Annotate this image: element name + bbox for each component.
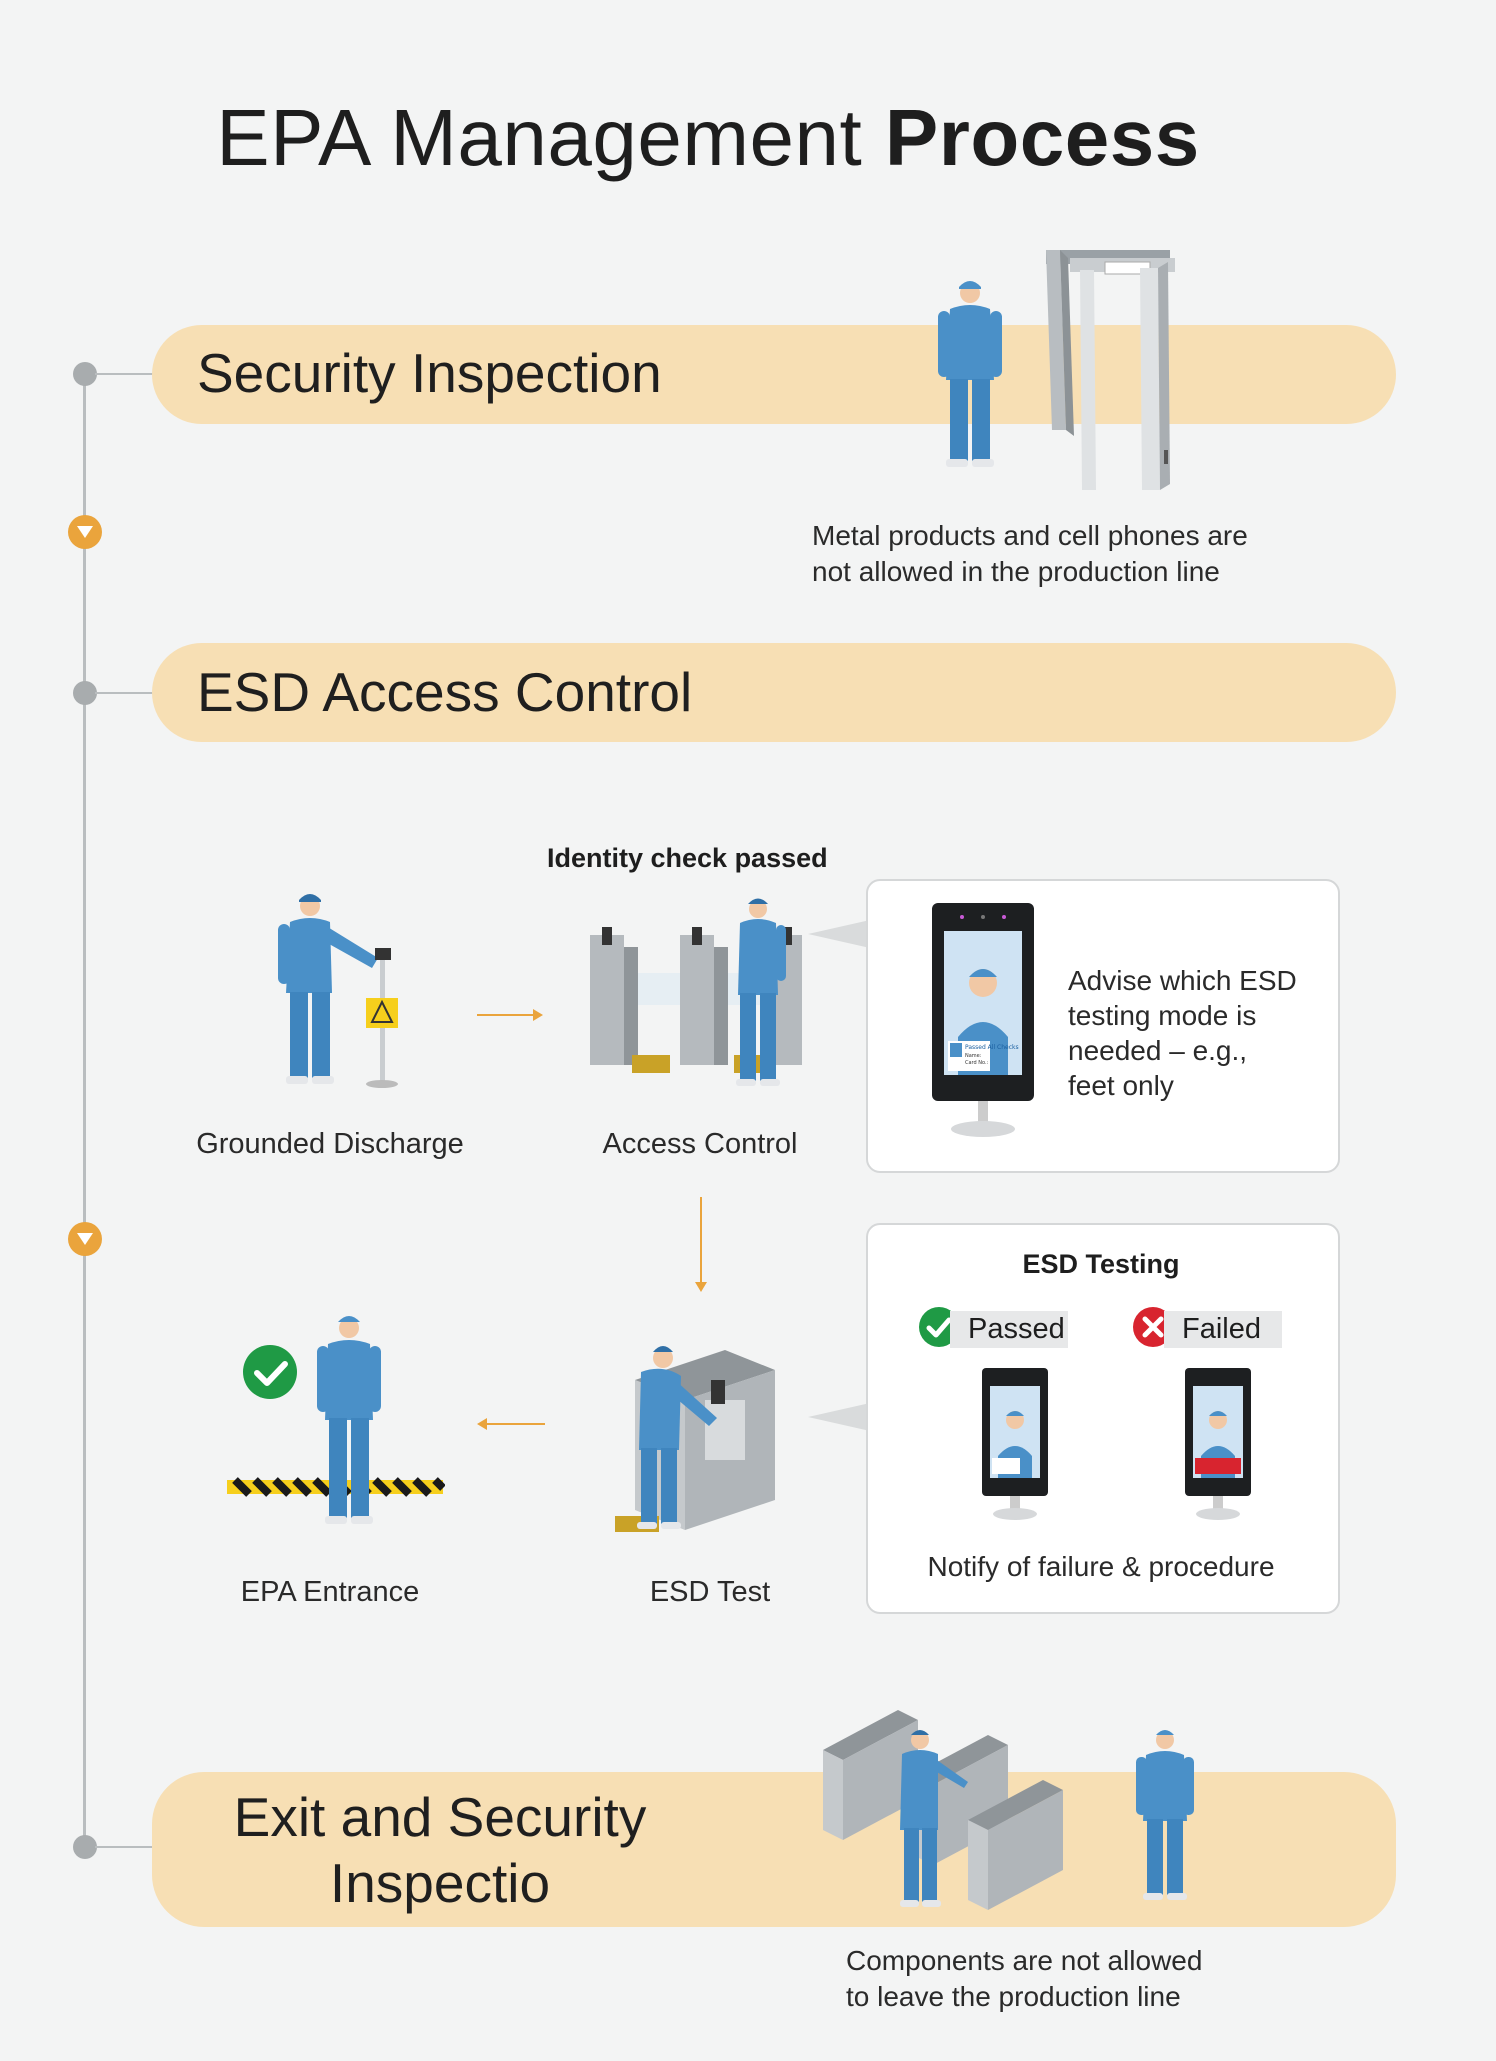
arrow-right-icon bbox=[533, 1009, 543, 1021]
esd-testing-title: ESD Testing bbox=[1022, 1249, 1180, 1279]
stage-band-esd-access bbox=[152, 643, 1396, 742]
metal-detector-gate-illustration bbox=[1046, 250, 1175, 490]
terminal-screen-card: Card No.: bbox=[965, 1060, 989, 1066]
worker-illustration bbox=[938, 281, 1002, 467]
stage-label: Security Inspection bbox=[197, 342, 662, 404]
passed-badge: Passed bbox=[950, 1311, 1068, 1348]
worker-illustration bbox=[1136, 1730, 1194, 1900]
advise-text: Advise which ESD testing mode is needed … bbox=[1068, 965, 1297, 1101]
stage-label: ESD Access Control bbox=[197, 661, 693, 723]
chevron-down-icon bbox=[68, 515, 102, 549]
epa-entrance-label: EPA Entrance bbox=[240, 1576, 420, 1608]
terminal-failed-illustration bbox=[1185, 1368, 1251, 1520]
access-control-label: Access Control bbox=[602, 1128, 798, 1160]
arrow-down-icon bbox=[700, 1197, 702, 1283]
access-control-turnstile-illustration bbox=[590, 898, 802, 1086]
timeline-connector bbox=[95, 1846, 155, 1848]
check-circle-icon bbox=[919, 1307, 959, 1347]
identity-check-title: Identity check passed bbox=[547, 843, 828, 873]
security-caption: Metal products and cell phones are not a… bbox=[812, 520, 1248, 587]
timeline-node-security bbox=[73, 362, 97, 386]
esd-test-label: ESD Test bbox=[649, 1576, 771, 1608]
chevron-down-icon bbox=[68, 1222, 102, 1256]
timeline-connector bbox=[95, 373, 155, 375]
esd-testing-callout-box bbox=[866, 1223, 1340, 1614]
arrow-left-icon bbox=[477, 1418, 487, 1430]
timeline-node-esd bbox=[73, 681, 97, 705]
grounded-discharge-label: Grounded Discharge bbox=[196, 1128, 464, 1160]
timeline-line bbox=[83, 374, 86, 1846]
face-terminal-illustration: Passed All Checks Name: Card No.: bbox=[932, 903, 1034, 1137]
stage-label: Exit and Security Inspectio bbox=[233, 1786, 647, 1914]
arrow-down-icon bbox=[695, 1282, 707, 1292]
exit-caption: Components are not allowed to leave the … bbox=[846, 1945, 1203, 2012]
page-title: EPA Management Process bbox=[216, 93, 1200, 182]
callout-pointer bbox=[808, 1403, 870, 1431]
terminal-passed-illustration bbox=[982, 1368, 1048, 1520]
arrow-left-icon bbox=[485, 1423, 545, 1425]
epa-entrance-illustration bbox=[227, 1316, 445, 1524]
callout-pointer bbox=[808, 920, 870, 948]
timeline-node-exit bbox=[73, 1835, 97, 1859]
failed-badge: Failed bbox=[1164, 1311, 1282, 1348]
notify-text: Notify of failure & procedure bbox=[927, 1551, 1275, 1582]
arrow-right-icon bbox=[477, 1014, 537, 1016]
check-circle-icon bbox=[243, 1345, 297, 1399]
esd-test-illustration bbox=[615, 1346, 775, 1532]
terminal-screen-status: Passed All Checks bbox=[965, 1044, 1019, 1051]
stage-band-security bbox=[152, 325, 1396, 424]
timeline-connector bbox=[95, 692, 155, 694]
cross-circle-icon bbox=[1133, 1307, 1173, 1347]
exit-turnstile-illustration bbox=[823, 1710, 1063, 1910]
grounded-discharge-illustration bbox=[278, 894, 398, 1088]
terminal-screen-name: Name: bbox=[965, 1053, 982, 1059]
